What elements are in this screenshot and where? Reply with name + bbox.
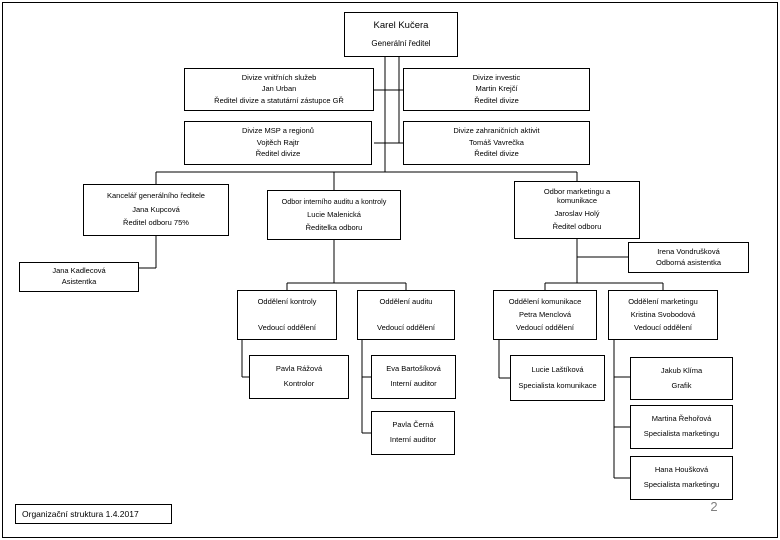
org-node-line: Oddělení auditu	[379, 296, 433, 306]
org-node-line: Lucie Malenická	[307, 209, 361, 219]
org-node-line: Eva Bartošíková	[386, 363, 441, 373]
org-node-line: Jan Urban	[261, 84, 297, 94]
org-node-line: Hana Houšková	[654, 464, 709, 474]
org-node-line: Martin Krejčí	[475, 84, 518, 94]
org-node-line: Ředitel divize a statutární zástupce GŘ	[214, 95, 344, 105]
org-node-line: Interní auditor	[390, 379, 437, 389]
org-node-line: Ředitel divize	[474, 95, 519, 105]
org-node-line: Interní auditor	[389, 435, 437, 445]
org-node-line: Jana Kupcová	[132, 204, 180, 214]
org-node-line: Generální ředitel	[371, 38, 431, 48]
org-node-line: Vedoucí oddělení	[377, 322, 435, 332]
org-node-line: Specialista marketingu	[643, 480, 720, 490]
org-node-line: Odborná asistentka	[655, 257, 722, 267]
org-node-line: Kontrolor	[283, 379, 315, 389]
org-node-line: Jakub Klíma	[660, 365, 703, 375]
org-node-line: Oddělení kontroly	[257, 296, 317, 306]
org-node-line: Jaroslav Holý	[554, 209, 600, 218]
org-node-line: Ředitelka odboru	[305, 222, 363, 232]
org-node-line: Specialista komunikace	[518, 380, 597, 390]
org-node-line: Petra Menclová	[518, 309, 572, 319]
org-node-line: Vedoucí oddělení	[634, 322, 692, 332]
org-node-line: Tomáš Vavrečka	[469, 137, 524, 147]
org-node-line: Vedoucí oddělení	[516, 322, 574, 332]
org-node-line: Odbor interního auditu a kontroly	[281, 196, 387, 206]
org-node-line: Oddělení marketingu	[628, 296, 698, 306]
page-number: 2	[710, 499, 718, 514]
org-node-line: Vojtěch Rajtr	[256, 137, 300, 147]
org-node-line: Vedoucí oddělení	[258, 322, 316, 332]
org-node-line: Ředitel divize	[474, 149, 519, 159]
org-node-line: Divize zahraničních aktivit	[453, 126, 540, 136]
org-node-line: Divize vnitřních služeb	[241, 72, 317, 82]
org-node-line: Divize investic	[472, 72, 521, 82]
org-node-line: Specialista marketingu	[643, 429, 720, 439]
org-node-line: Ředitel odboru 75%	[123, 218, 189, 228]
org-node-line: Karel Kučera	[373, 20, 429, 32]
org-node-line: Grafik	[671, 380, 692, 390]
org-node-line: Lucie Laštíková	[531, 364, 584, 374]
org-node-line: Odbor marketingu a komunikace	[543, 187, 611, 205]
footer-title: Organizační struktura 1.4.2017	[15, 504, 172, 524]
org-node-line: Asistentka	[61, 277, 97, 287]
org-node-line: Jana Kadlecová	[52, 266, 106, 276]
org-node-line: Pavla Černá	[392, 419, 434, 429]
org-node-line: Martina Řehořová	[651, 413, 712, 423]
org-node-line: Kancelář generálního ředitele	[107, 191, 205, 201]
org-node-line: Pavla Rážová	[275, 363, 323, 373]
org-node-line: Irena Vondrušková	[657, 246, 720, 256]
org-node-line: Oddělení komunikace	[508, 296, 582, 306]
org-node-line: Ředitel odboru	[552, 222, 602, 231]
org-node-line: Ředitel divize	[255, 149, 301, 159]
org-node-line: Divize MSP a regionů	[242, 126, 314, 136]
org-node-line: Kristina Svobodová	[630, 309, 696, 319]
